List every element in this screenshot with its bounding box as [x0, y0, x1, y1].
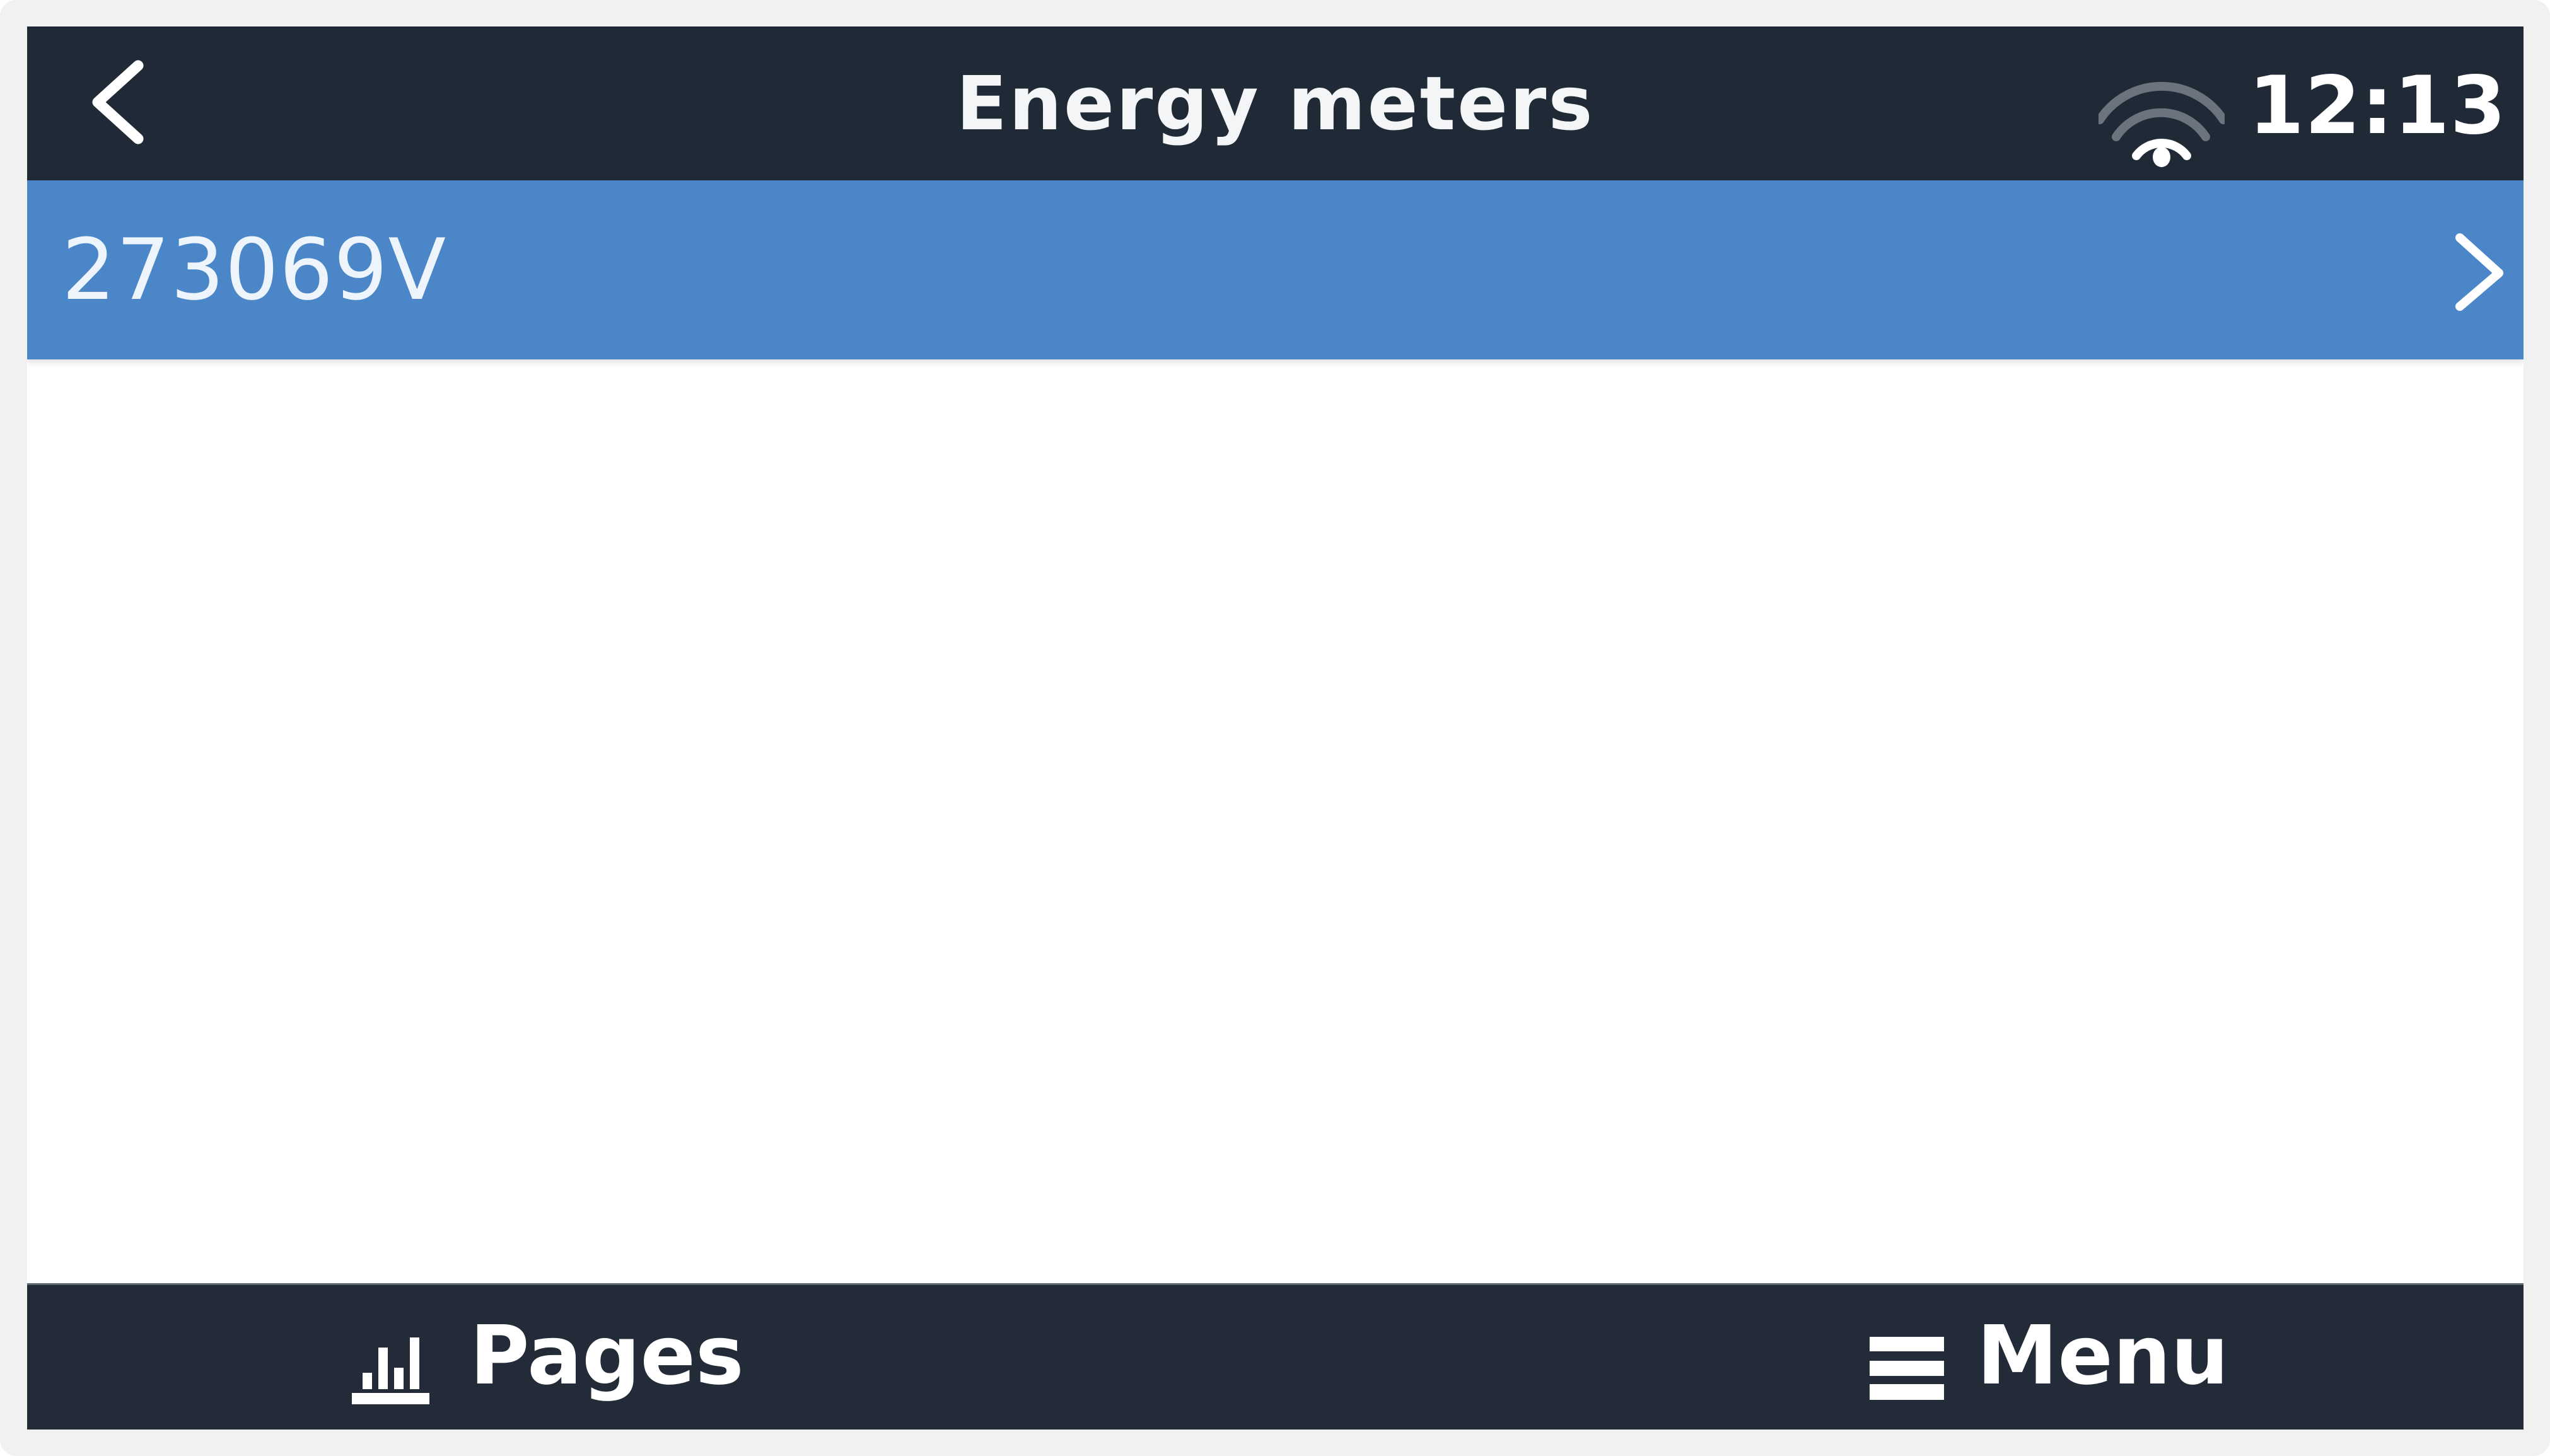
chevron-right-icon — [2455, 233, 2503, 311]
pages-label: Pages — [470, 1308, 744, 1403]
menu-button[interactable]: Menu — [1831, 1285, 2285, 1430]
bar-chart-icon — [352, 1337, 429, 1404]
back-button[interactable] — [52, 52, 160, 159]
pages-button[interactable]: Pages — [336, 1285, 790, 1430]
list-item-meter[interactable]: 273069V — [27, 180, 2524, 359]
chevron-left-icon — [92, 60, 144, 144]
screen: Energy meters 12:13 273069V — [27, 26, 2524, 1430]
footer-bar: Pages Menu — [27, 1283, 2524, 1430]
menu-label: Menu — [1977, 1308, 2229, 1403]
clock: 12:13 — [2248, 59, 2506, 152]
meter-list: 273069V — [27, 180, 2524, 359]
page-title: Energy meters — [956, 60, 1595, 147]
wifi-icon — [2099, 81, 2225, 167]
header-bar: Energy meters 12:13 — [27, 26, 2524, 180]
hamburger-icon — [1870, 1337, 1944, 1400]
meter-name: 273069V — [62, 221, 447, 319]
